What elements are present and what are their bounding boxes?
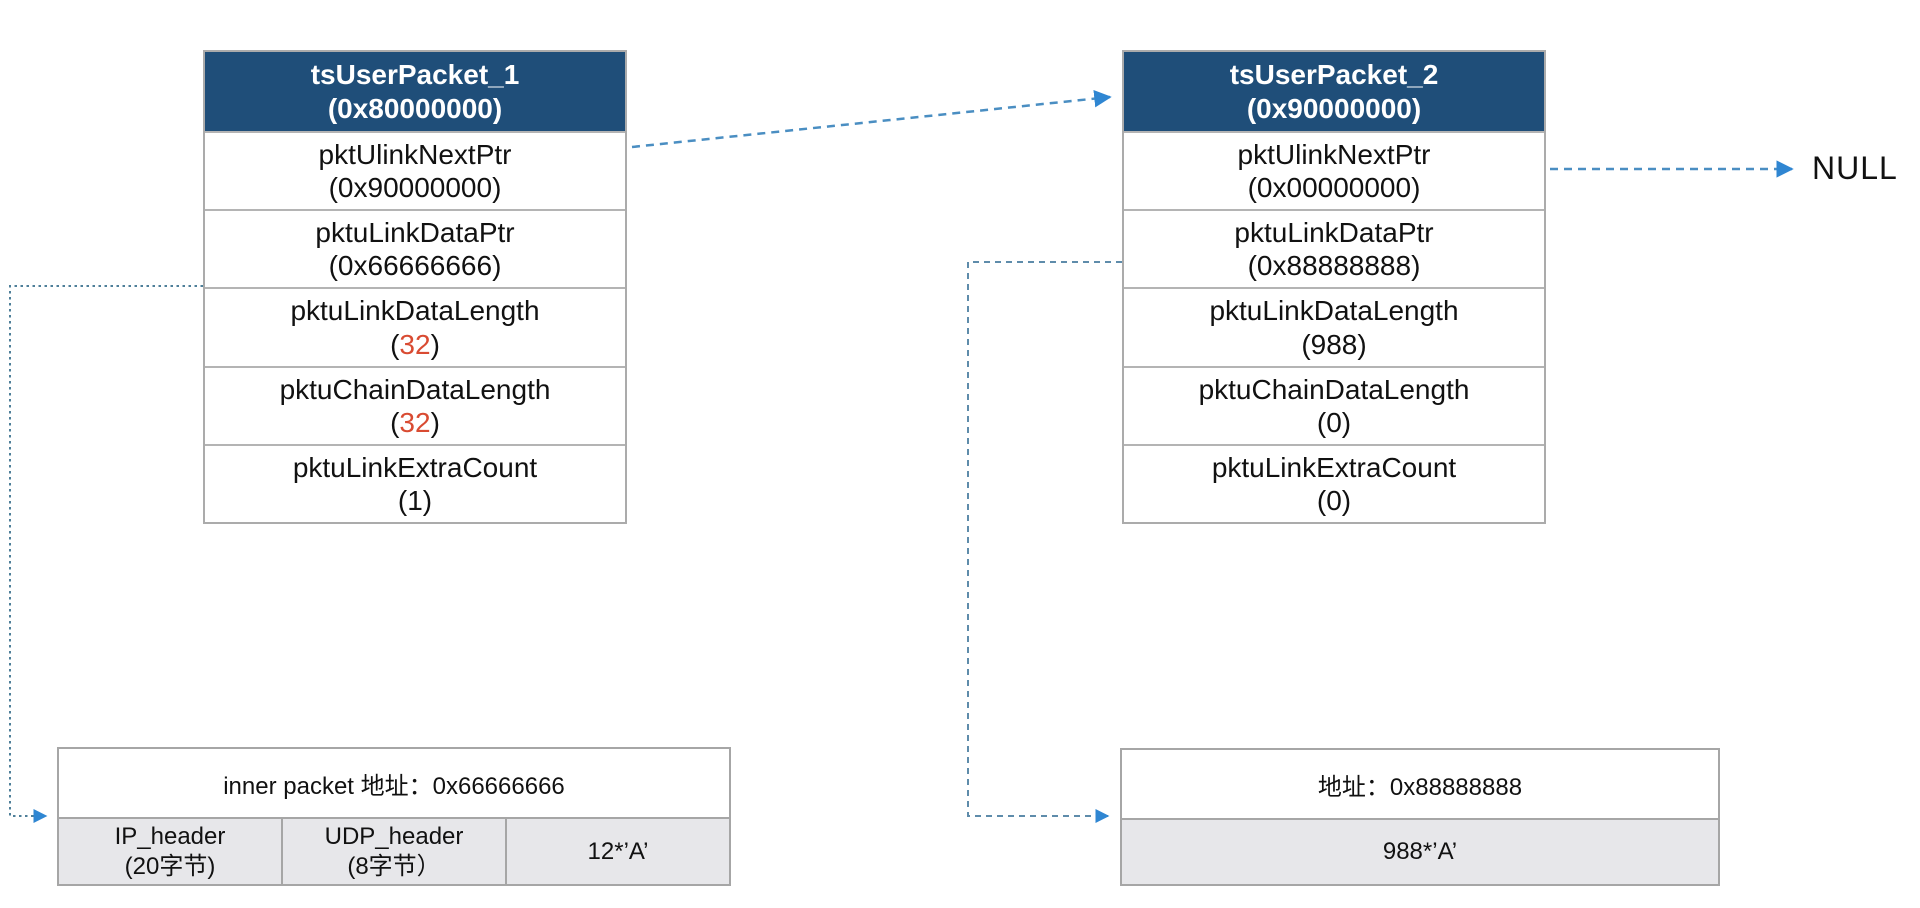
field-value: (32) [390, 406, 440, 438]
field-value: (0) [1316, 406, 1352, 438]
field-name: pktuChainDataLength [1198, 373, 1470, 405]
data-pointer-connector-p2-to-buffer2 [967, 261, 1122, 823]
field-value: (988) [1301, 328, 1367, 360]
field-name: pktuLinkDataLength [290, 295, 540, 327]
struct-rows-packet1: pktUlinkNextPtr(0x90000000)pktuLinkDataP… [205, 131, 625, 523]
memory-cell-line1: IP_header [114, 822, 226, 850]
field-name: pktUlinkNextPtr [1237, 139, 1431, 171]
memory-cell-line2: (8字节） [347, 852, 441, 880]
field-name: pktuLinkExtraCount [292, 451, 538, 483]
memory-box-title: inner packet 地址：0x66666666 [59, 749, 729, 819]
field-value: (0x90000000) [328, 172, 502, 204]
field-value: (0x66666666) [328, 250, 502, 282]
field-value: (32) [390, 328, 440, 360]
struct-row: pktuLinkDataPtr(0x88888888) [1124, 209, 1544, 288]
struct-row: pktuChainDataLength(32) [205, 365, 625, 444]
memory-box-cells: 988*’A’ [1122, 820, 1718, 884]
field-name: pktuLinkDataPtr [1234, 217, 1434, 249]
struct-header-packet1: tsUserPacket_1 (0x80000000) [205, 52, 625, 131]
next-pointer-arrow-p1-to-p2 [631, 89, 1112, 149]
memory-box-title: 地址：0x88888888 [1122, 750, 1718, 820]
struct-title: tsUserPacket_1 [310, 58, 520, 90]
field-value: (1) [397, 484, 433, 516]
field-value: (0x00000000) [1247, 172, 1421, 204]
struct-row: pktuChainDataLength(0) [1124, 365, 1544, 444]
memory-cell: IP_header(20字节) [59, 819, 281, 884]
struct-table-packet2: tsUserPacket_2 (0x90000000) pktUlinkNext… [1122, 50, 1546, 524]
memory-box-cells: IP_header(20字节)UDP_header(8字节）12*’A’ [59, 819, 729, 884]
struct-address: (0x80000000) [327, 92, 503, 124]
null-label: NULL [1812, 150, 1898, 186]
struct-row: pktUlinkNextPtr(0x00000000) [1124, 131, 1544, 210]
field-name: pktuLinkDataPtr [315, 217, 515, 249]
field-name: pktuChainDataLength [279, 373, 551, 405]
field-value: (0) [1316, 484, 1352, 516]
struct-row: pktuLinkExtraCount(0) [1124, 443, 1544, 523]
struct-title: tsUserPacket_2 [1229, 58, 1439, 90]
field-value: (0x88888888) [1247, 250, 1421, 282]
struct-row: pktUlinkNextPtr(0x90000000) [205, 131, 625, 210]
data-pointer-connector-p1-to-buffer1 [9, 285, 203, 823]
memory-cell-line1: 988*’A’ [1382, 838, 1458, 865]
struct-row: pktuLinkExtraCount(1) [205, 443, 625, 523]
struct-row: pktuLinkDataPtr(0x66666666) [205, 209, 625, 288]
memory-cell-line2: (20字节) [124, 852, 216, 880]
struct-table-packet1: tsUserPacket_1 (0x80000000) pktUlinkNext… [203, 50, 627, 524]
memory-cell: UDP_header(8字节） [281, 819, 505, 884]
memory-cell: 12*’A’ [505, 819, 729, 884]
memory-box-buffer1: inner packet 地址：0x66666666 IP_header(20字… [57, 747, 731, 886]
memory-cell: 988*’A’ [1122, 820, 1718, 884]
memory-box-buffer2: 地址：0x88888888 988*’A’ [1120, 748, 1720, 886]
struct-address: (0x90000000) [1246, 92, 1422, 124]
memory-cell-line1: 12*’A’ [587, 837, 649, 865]
field-name: pktuLinkExtraCount [1211, 451, 1457, 483]
memory-cell-line1: UDP_header [324, 822, 464, 850]
field-name: pktUlinkNextPtr [318, 139, 512, 171]
highlighted-number: 32 [399, 328, 431, 360]
field-name: pktuLinkDataLength [1209, 295, 1459, 327]
struct-rows-packet2: pktUlinkNextPtr(0x00000000)pktuLinkDataP… [1124, 131, 1544, 523]
struct-header-packet2: tsUserPacket_2 (0x90000000) [1124, 52, 1544, 131]
struct-row: pktuLinkDataLength(32) [205, 287, 625, 366]
highlighted-number: 32 [399, 406, 431, 438]
struct-row: pktuLinkDataLength(988) [1124, 287, 1544, 366]
